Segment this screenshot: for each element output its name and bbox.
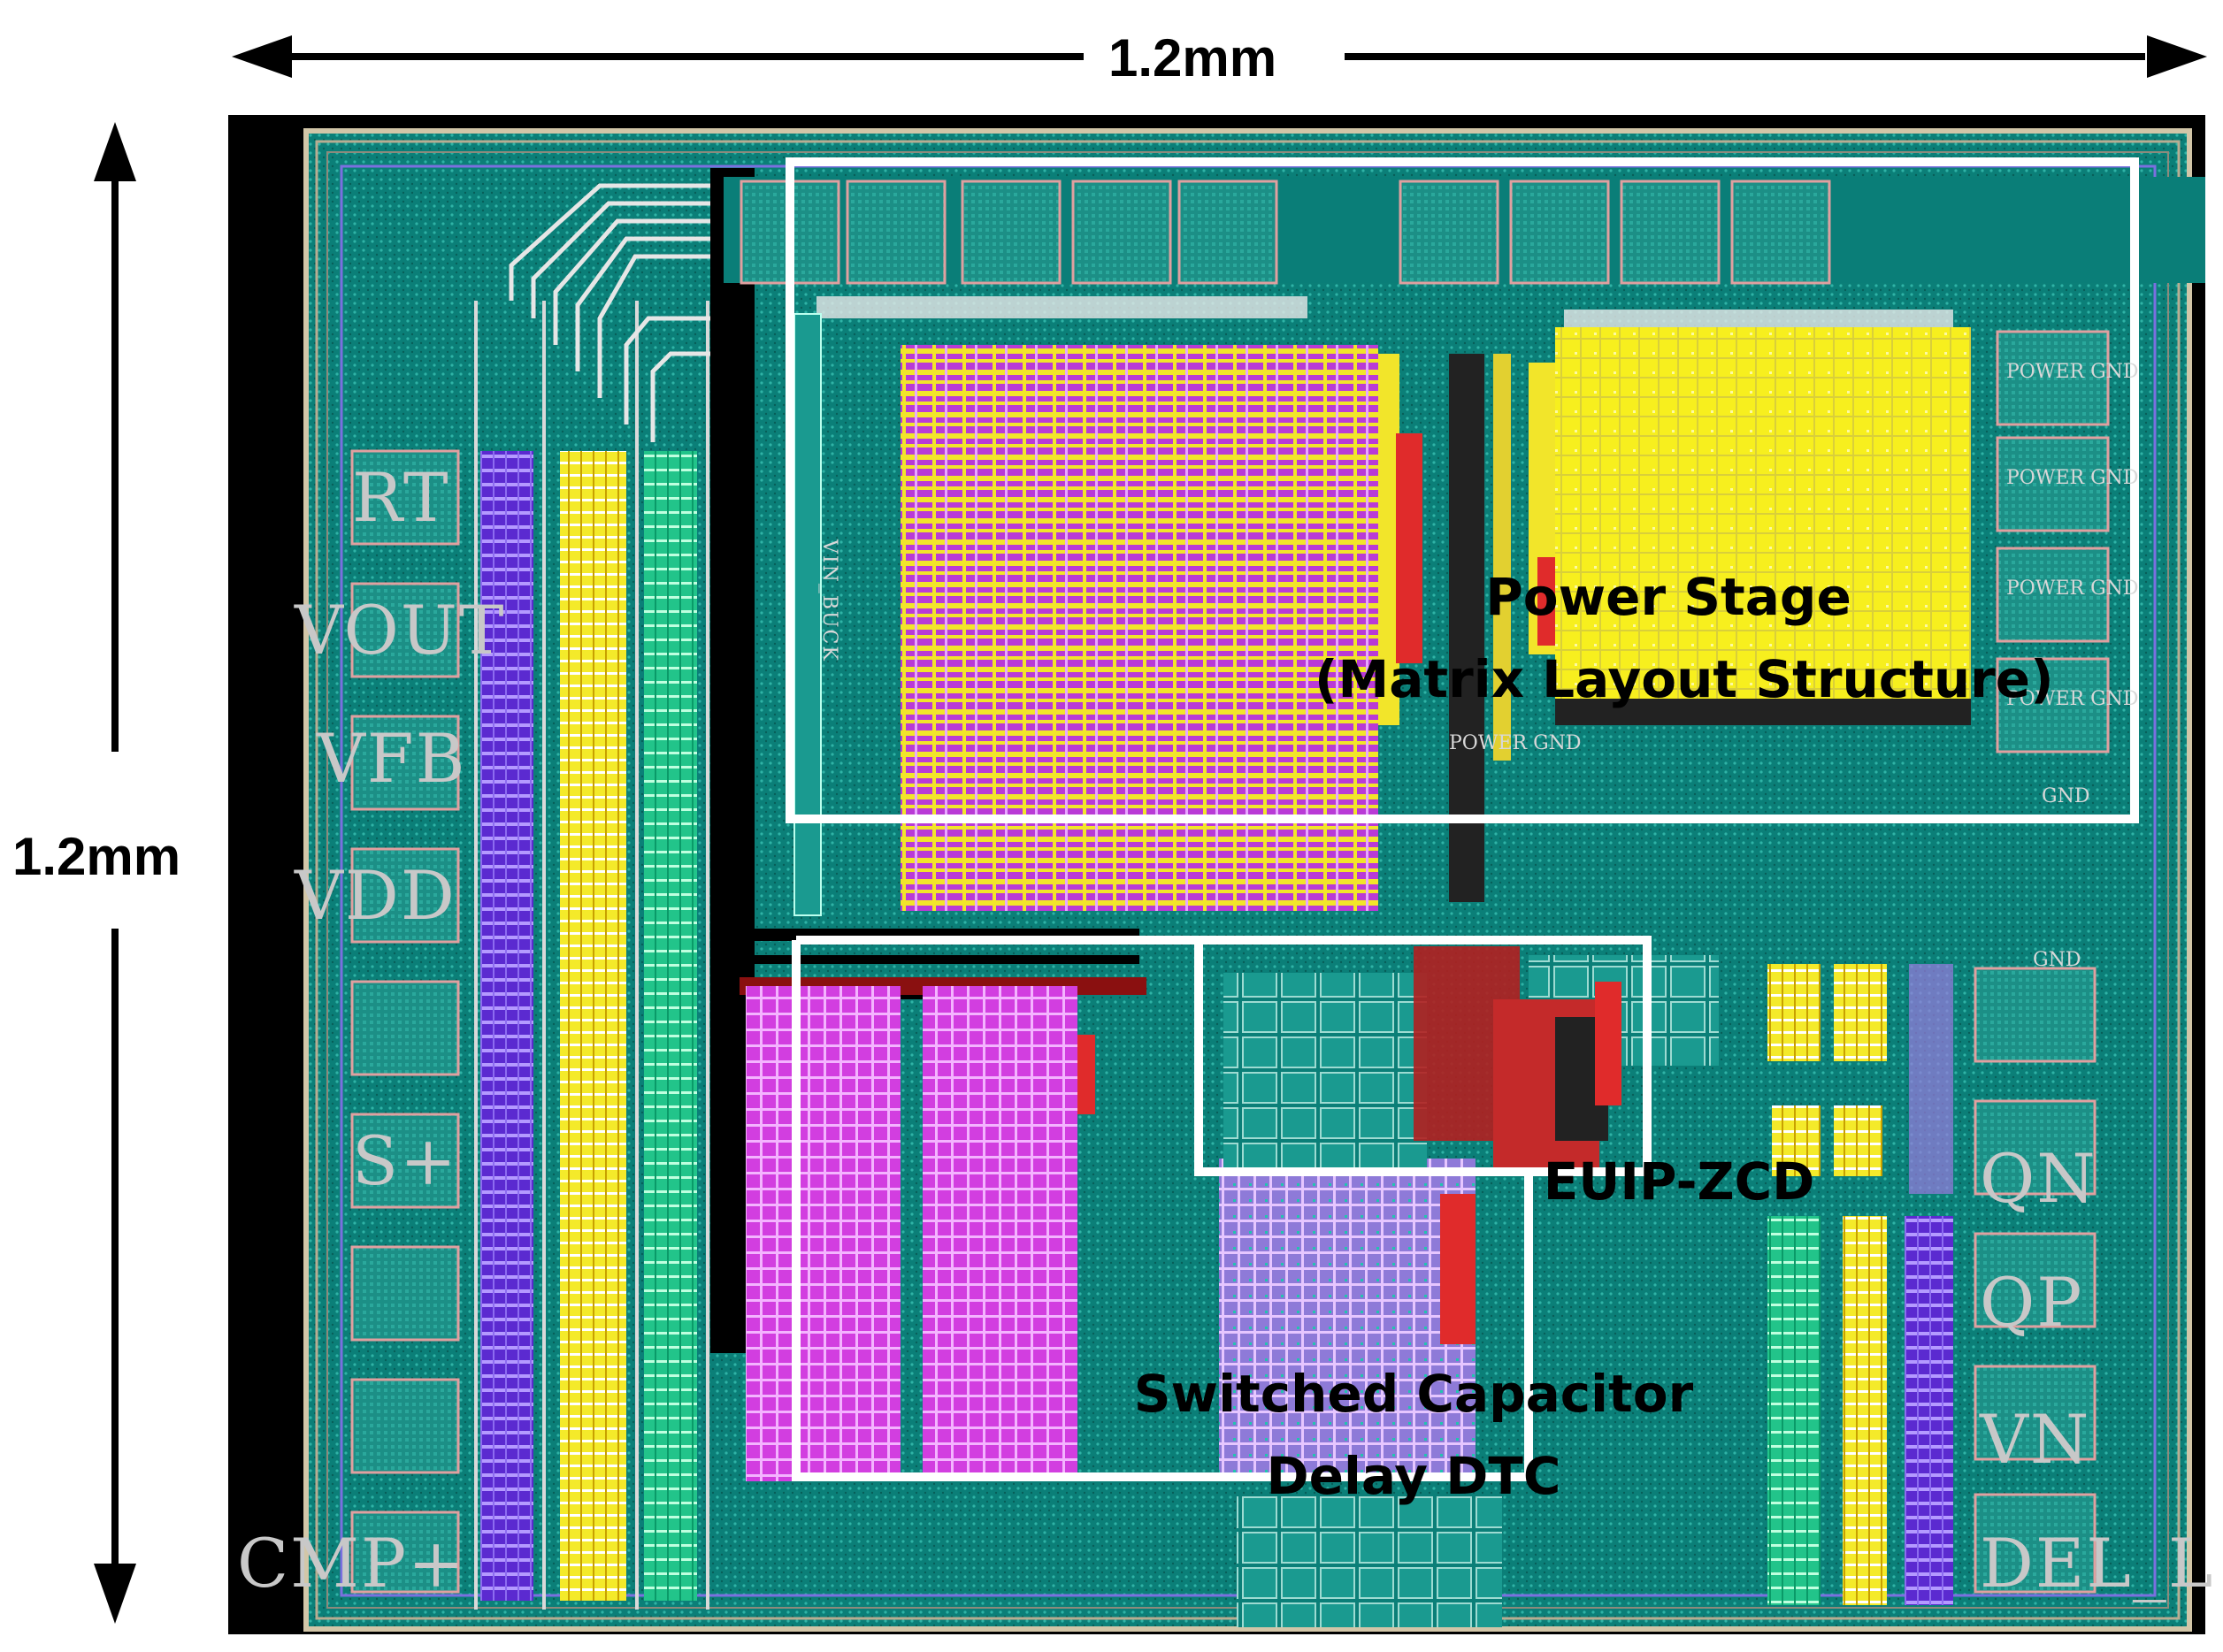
pad-label-power-gnd-4: POWER GND [2006,688,2139,710]
pad-label-gnd-2: GND [2033,949,2081,971]
width-arrow-head-left [232,35,292,78]
power-stage-label: Power Stage (Matrix Layout Structure) [1315,556,2054,721]
highlight-boxes [786,157,2139,1481]
pad-label-power-gnd-3: POWER GND [2006,577,2139,600]
power-stage-box [786,157,2139,823]
width-arrow-head-right [2147,35,2207,78]
zcd-label: EUIP-ZCD [1543,1151,1815,1212]
pad-label-vdd: VDD [295,856,456,935]
pad-label-vin-buck: VIN_BUCK [818,539,840,662]
pad-label-rt: RT [352,458,450,537]
pad-label-qp: QP [1980,1263,2084,1342]
power-stage-subtitle: (Matrix Layout Structure) [1315,648,2054,709]
power-stage-title: Power Stage [1485,567,1851,627]
right-pads [1974,967,2097,1594]
height-dimension-label: 1.2mm [12,818,181,896]
width-dimension-label: 1.2mm [1084,32,1302,85]
height-arrow-head-bottom [94,1564,136,1624]
pad-label-power-gnd-1: POWER GND [2006,361,2139,383]
right-esd-columns [1767,964,1953,1605]
pad-label-vout: VOUT [295,591,506,669]
layout-artwork [303,128,2205,1632]
left-pads [350,449,460,1594]
pad-label-cmp-plus: CMP+ [237,1524,466,1602]
pad-label-power-gnd-5: POWER GND [1449,732,1582,754]
zcd-artwork [1223,946,1621,1176]
chip-layout: RT VOUT VFB VDD S+ CMP+ QN QP VN DEL_L P… [228,115,2212,1634]
pad-label-vfb: VFB [317,719,467,798]
switched-cap-title: Switched Capacitor [1133,1364,1694,1424]
pad-label-del-l: DEL_L [1980,1524,2215,1602]
switched-capacitor-artwork [740,977,1502,1627]
switched-cap-box [792,936,1533,1481]
left-esd-columns [474,301,709,1610]
pad-label-power-gnd-2: POWER GND [2006,467,2139,489]
switched-cap-label: Switched Capacitor Delay DTC [1122,1353,1706,1518]
height-arrow-head-top [94,122,136,181]
pad-label-s-plus: S+ [352,1121,458,1200]
pad-label-gnd-1: GND [2042,785,2090,807]
switched-cap-subtitle: Delay DTC [1266,1445,1561,1506]
pad-label-vn: VN [1980,1400,2091,1479]
zcd-box [1194,936,1652,1176]
left-routing [509,183,710,442]
pad-label-qn: QN [1980,1139,2097,1218]
